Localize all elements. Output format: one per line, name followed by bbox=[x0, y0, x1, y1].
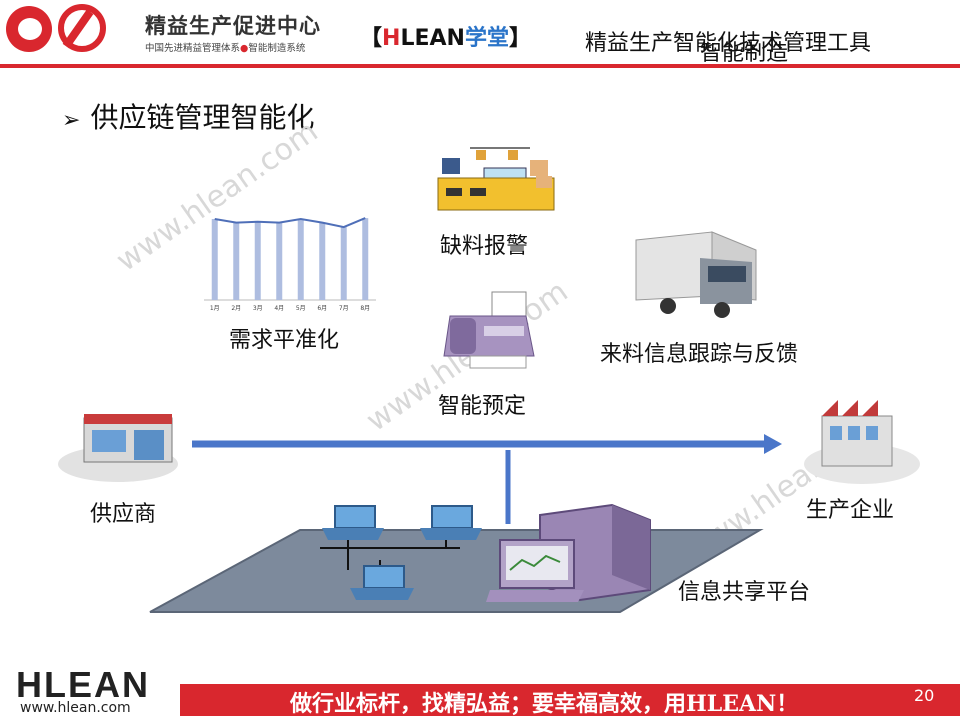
academy-close: 】 bbox=[508, 26, 531, 51]
label-shortage-alarm: 缺料报警 bbox=[440, 234, 529, 259]
header-title-overlap: 智能制造 bbox=[700, 41, 789, 66]
academy-cn: 学堂 bbox=[464, 26, 509, 51]
academy-h: H bbox=[382, 26, 401, 51]
footer-slogan: 做行业标杆，找精弘益；要幸福高效，用HLEAN！ bbox=[290, 691, 799, 717]
chart-tick-label: 5月 bbox=[296, 305, 306, 312]
chart-tick-label: 4月 bbox=[274, 305, 284, 312]
info-platform-slab bbox=[149, 529, 764, 613]
demand-chart: 1月 2月 3月 4月 5月 6月 7月 8月 bbox=[204, 217, 376, 312]
academy-lean: LEAN bbox=[400, 26, 465, 51]
chart-tick-label: 1月 bbox=[210, 305, 220, 312]
chart-bar bbox=[362, 218, 369, 300]
computer-icon bbox=[420, 505, 482, 540]
label-manufacturer: 生产企业 bbox=[806, 498, 895, 523]
footer-url-link[interactable]: www.hlean.com bbox=[20, 700, 131, 716]
org-subtitle: 中国先进精益管理体系●智能制造系统 bbox=[145, 40, 305, 54]
chart-series-line bbox=[214, 217, 366, 229]
logo-ring-icon bbox=[58, 4, 106, 52]
label-demand-leveling: 需求平准化 bbox=[229, 328, 340, 353]
chart-bar bbox=[233, 222, 240, 300]
chart-bar bbox=[297, 219, 304, 300]
label-material-tracking: 来料信息跟踪与反馈 bbox=[600, 342, 799, 367]
header: 精益生产促进中心 中国先进精益管理体系●智能制造系统 【HLEAN学堂】 精益生… bbox=[0, 0, 960, 70]
org-sub-1: 中国先进精益管理体系 bbox=[145, 43, 241, 54]
org-name: 精益生产促进中心 bbox=[145, 14, 321, 38]
section-heading-text: 供应链管理智能化 bbox=[90, 101, 315, 134]
page-number: 20 bbox=[914, 686, 935, 705]
chart-tick-label: 2月 bbox=[231, 305, 241, 312]
label-supplier: 供应商 bbox=[90, 502, 157, 527]
flow-arrowhead-icon bbox=[764, 434, 782, 454]
chart-bar bbox=[276, 222, 283, 300]
section-heading: ➢ 供应链管理智能化 bbox=[62, 96, 314, 136]
factory-icon bbox=[804, 400, 920, 484]
chart-tick-label: 7月 bbox=[339, 305, 349, 312]
logo-c-inner bbox=[18, 18, 42, 40]
computer-icon bbox=[350, 565, 414, 600]
chart-tick-label: 6月 bbox=[317, 305, 327, 312]
bullet-arrow-icon: ➢ bbox=[62, 108, 81, 133]
header-title: 精益生产智能化技术管理工具 bbox=[585, 31, 872, 56]
org-sub-2: 智能制造系统 bbox=[248, 43, 306, 54]
label-info-platform: 信息共享平台 bbox=[678, 580, 811, 605]
truck-icon bbox=[635, 231, 757, 318]
header-rule bbox=[0, 64, 960, 68]
academy-title: 【HLEAN学堂】 bbox=[360, 20, 531, 52]
fax-icon bbox=[443, 291, 535, 369]
org-sub-bullet: ● bbox=[240, 43, 249, 54]
academy-open: 【 bbox=[360, 26, 383, 51]
server-icon bbox=[486, 503, 651, 602]
chart-bar bbox=[319, 222, 326, 300]
chart-tick-label: 3月 bbox=[253, 305, 263, 312]
footer-bar bbox=[180, 684, 960, 716]
computer-icon bbox=[322, 505, 384, 540]
chart-tick-label: 8月 bbox=[360, 305, 370, 312]
label-smart-order: 智能预定 bbox=[438, 394, 527, 419]
chart-bar bbox=[211, 219, 218, 300]
footer-logo: HLEAN bbox=[16, 664, 150, 705]
store-icon bbox=[58, 414, 178, 482]
chart-bar bbox=[340, 227, 347, 300]
factory-line-icon bbox=[437, 147, 555, 211]
chart-bar bbox=[254, 221, 261, 300]
